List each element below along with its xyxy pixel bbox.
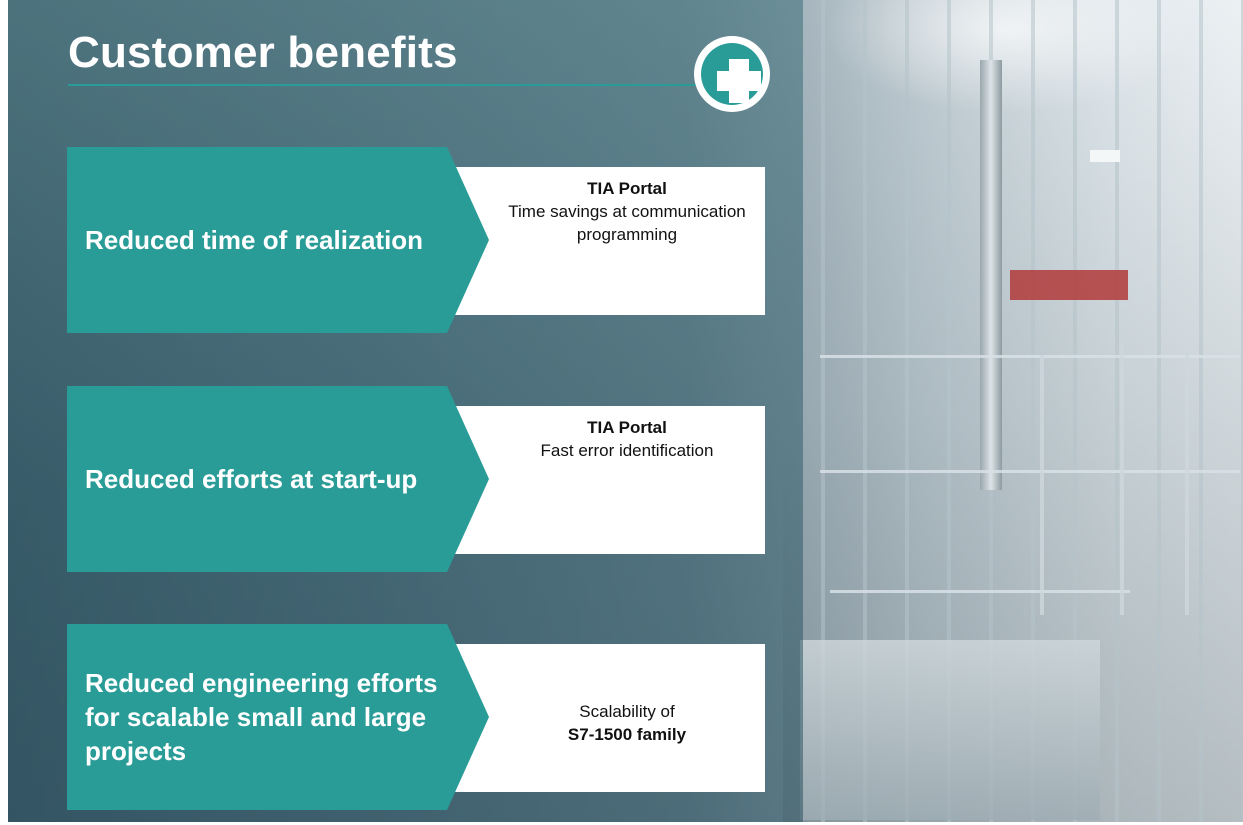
page-title: Customer benefits: [68, 28, 458, 77]
title-underline: [68, 84, 700, 86]
benefit-detail-line: Scalability of: [579, 702, 675, 721]
benefit-arrow: [67, 147, 489, 333]
benefit-label: Reduced engineering efforts for scalable…: [85, 668, 438, 766]
background-equipment: [800, 640, 1100, 820]
benefit-label: Reduced efforts at start-up: [85, 464, 418, 494]
benefit-label: Reduced time of realization: [85, 225, 424, 255]
background-lamp: [1090, 150, 1120, 162]
benefit-arrow: [67, 386, 489, 572]
benefit-row: Reduced engineering efforts for scalable…: [67, 624, 767, 810]
benefit-detail-box: [447, 167, 765, 315]
benefit-detail-line: S7-1500 family: [567, 725, 687, 744]
benefit-detail-line: TIA Portal: [587, 179, 667, 198]
background-pipe: [980, 60, 1002, 490]
background-banner: [1010, 270, 1128, 300]
benefit-detail-line: TIA Portal: [587, 418, 667, 437]
benefit-row: Reduced time of realization TIA Portal T…: [67, 147, 767, 333]
benefit-detail: TIA Portal Time savings at communication…: [492, 177, 762, 246]
benefit-detail: Scalability of S7-1500 family: [492, 700, 762, 746]
background-post: [1040, 355, 1044, 615]
benefit-arrow: [67, 624, 489, 810]
plus-circle-icon: [694, 36, 770, 112]
background-post: [1185, 345, 1189, 615]
benefit-detail: TIA Portal Fast error identification: [492, 416, 762, 462]
benefit-detail-line: Fast error identification: [540, 441, 714, 460]
benefit-detail-box: [447, 644, 765, 792]
background-railing: [820, 355, 1240, 358]
background-post: [1120, 345, 1124, 615]
background-railing: [820, 470, 1240, 473]
benefit-detail-line: Time savings at communication programmin…: [508, 202, 746, 244]
background-railing: [830, 590, 1130, 593]
benefit-detail-box: [447, 406, 765, 554]
benefit-row: Reduced efforts at start-up TIA Portal F…: [67, 386, 767, 572]
